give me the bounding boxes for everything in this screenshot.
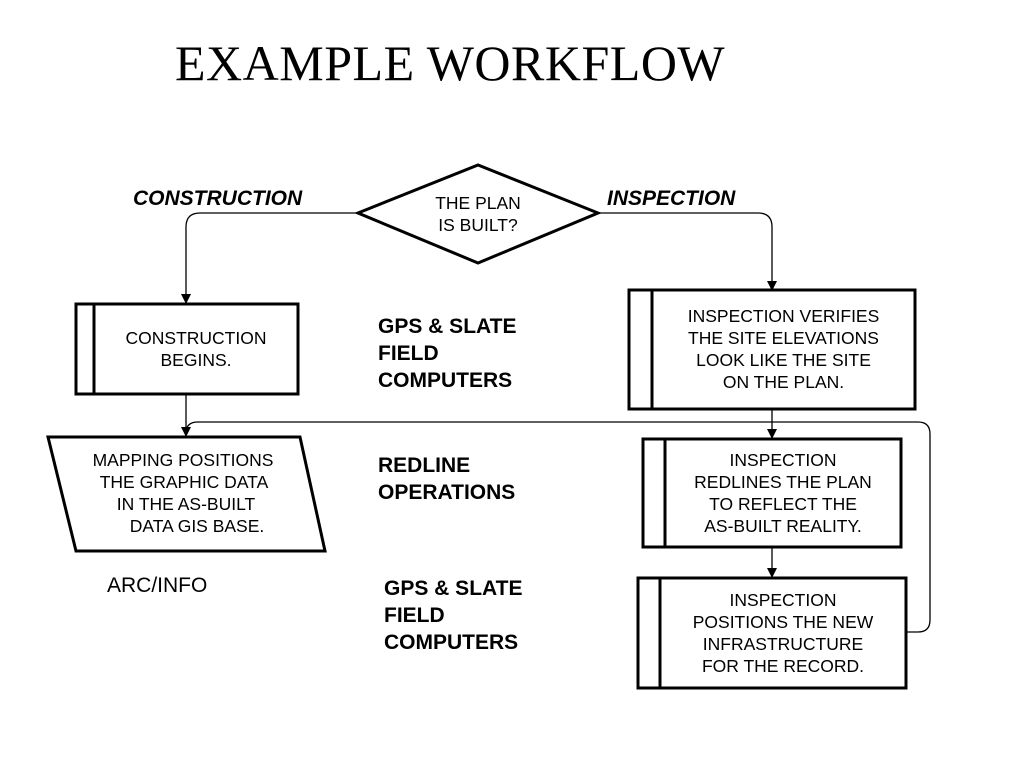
tool-gps-slate-1: GPS & SLATE FIELD COMPUTERS [378, 313, 516, 394]
inspection-positions-line: FOR THE RECORD. [701, 656, 865, 676]
tool-line: COMPUTERS [384, 631, 519, 654]
decision-text: THE PLAN IS BUILT? [418, 192, 538, 236]
inspection-verifies-line: THE SITE ELEVATIONS [688, 328, 879, 348]
branch-label-construction: CONSTRUCTION [133, 187, 303, 210]
inspection-redlines-line: TO REFLECT THE [709, 494, 857, 514]
decision-line: IS BUILT? [438, 215, 518, 235]
inspection-redlines-text: INSPECTION REDLINES THE PLAN TO REFLECT … [667, 449, 899, 537]
mapping-positions-text: MAPPING POSITIONS THE GRAPHIC DATA IN TH… [68, 449, 298, 537]
mapping-positions-line: DATA GIS BASE. [129, 516, 265, 536]
tool-line: GPS & SLATE [378, 315, 517, 338]
inspection-positions-line: INSPECTION [729, 590, 837, 610]
mapping-positions-line: IN THE AS-BUILT [116, 494, 256, 514]
construction-begins-box [74, 302, 300, 396]
tool-line: OPERATIONS [378, 481, 516, 504]
inspection-redlines-line: INSPECTION [729, 450, 837, 470]
connector-to-construction [181, 212, 358, 304]
loop-connector [185, 421, 931, 633]
page-title: EXAMPLE WORKFLOW [175, 35, 726, 91]
inspection-positions-box [636, 576, 908, 690]
construction-begins-line: CONSTRUCTION [125, 328, 267, 348]
inspection-positions-line: INFRASTRUCTURE [702, 634, 864, 654]
mapping-positions-line: THE GRAPHIC DATA [99, 472, 269, 492]
decision-line: THE PLAN [435, 193, 521, 213]
connector-to-inspection [598, 212, 777, 291]
inspection-verifies-line: ON THE PLAN. [722, 372, 845, 392]
tool-line: GPS & SLATE [384, 577, 523, 600]
construction-begins-line: BEGINS. [160, 350, 232, 370]
construction-begins-text: CONSTRUCTION BEGINS. [96, 327, 296, 371]
tool-gps-slate-2: GPS & SLATE FIELD COMPUTERS [384, 575, 522, 656]
inspection-redlines-line: AS-BUILT REALITY. [704, 516, 862, 536]
tool-line: FIELD [384, 604, 445, 627]
tool-line: FIELD [378, 342, 439, 365]
inspection-verifies-line: LOOK LIKE THE SITE [696, 350, 871, 370]
inspection-positions-text: INSPECTION POSITIONS THE NEW INFRASTRUCT… [662, 589, 904, 677]
tool-line: REDLINE [378, 454, 471, 477]
inspection-verifies-text: INSPECTION VERIFIES THE SITE ELEVATIONS … [654, 305, 913, 393]
inspection-redlines-line: REDLINES THE PLAN [694, 472, 872, 492]
tool-line: COMPUTERS [378, 369, 513, 392]
branch-label-inspection: INSPECTION [607, 187, 736, 210]
software-label: ARC/INFO [107, 574, 208, 597]
inspection-verifies-line: INSPECTION VERIFIES [687, 306, 880, 326]
tool-redline-operations: REDLINE OPERATIONS [378, 452, 515, 506]
inspection-positions-line: POSITIONS THE NEW [692, 612, 874, 632]
inspection-verifies-box [627, 288, 917, 411]
mapping-positions-line: MAPPING POSITIONS [92, 450, 274, 470]
mapping-positions-parallelogram [46, 435, 327, 553]
